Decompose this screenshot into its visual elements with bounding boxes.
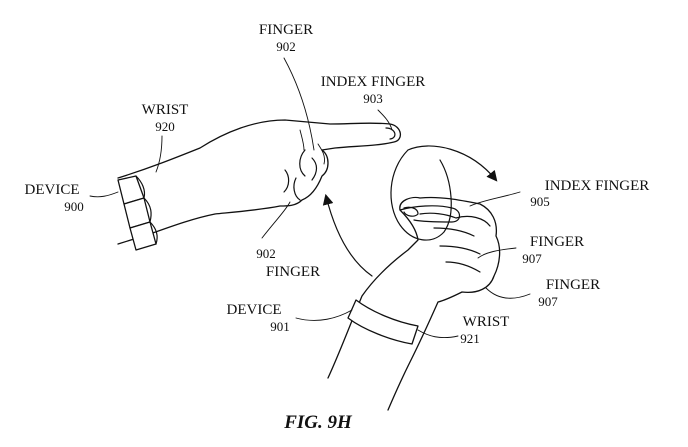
ref-finger-bottom: 902	[256, 246, 276, 261]
right-index-nail	[403, 206, 419, 217]
ref-finger-top: 902	[276, 39, 296, 54]
label-finger-top: FINGER	[259, 22, 313, 38]
ref-index-finger-right: 905	[530, 194, 550, 209]
label-finger-bottom: FINGER	[266, 264, 320, 280]
label-device-bottom: DEVICE	[227, 302, 282, 318]
left-index-nail	[385, 127, 396, 140]
right-device-band	[347, 299, 419, 345]
right-finger-lines	[419, 212, 491, 273]
ref-finger-right-a: 907	[522, 251, 542, 266]
figure-caption: FIG. 9H	[283, 412, 353, 433]
right-index-finger	[399, 205, 461, 223]
ref-index-finger-top: 903	[363, 91, 383, 106]
ref-wrist-bottom: 921	[460, 331, 480, 346]
label-wrist-left: WRIST	[142, 102, 189, 118]
left-hand-illustration	[117, 119, 401, 251]
label-index-finger-right: INDEX FINGER	[545, 178, 650, 194]
label-index-finger-top: INDEX FINGER	[321, 74, 426, 90]
label-device-left: DEVICE	[25, 182, 80, 198]
swing-arrow-left	[322, 193, 373, 277]
left-hand-outline	[117, 119, 401, 245]
right-hand-illustration	[327, 196, 501, 411]
left-finger-crease	[299, 129, 325, 165]
rotation-ellipse	[390, 149, 452, 241]
right-forearm-outline	[327, 196, 501, 411]
label-finger-right-a: FINGER	[530, 234, 584, 250]
label-wrist-bottom: WRIST	[463, 314, 510, 330]
rotation-arrow-top	[407, 145, 498, 182]
ref-device-left: 900	[64, 199, 84, 214]
ref-device-bottom: 901	[270, 319, 290, 334]
label-finger-right-b: FINGER	[546, 277, 600, 293]
leader-lines	[89, 57, 531, 339]
ref-finger-right-b: 907	[538, 294, 558, 309]
left-device-band	[117, 175, 158, 251]
left-knuckle-lines	[283, 149, 318, 201]
ref-wrist-left: 920	[155, 119, 175, 134]
